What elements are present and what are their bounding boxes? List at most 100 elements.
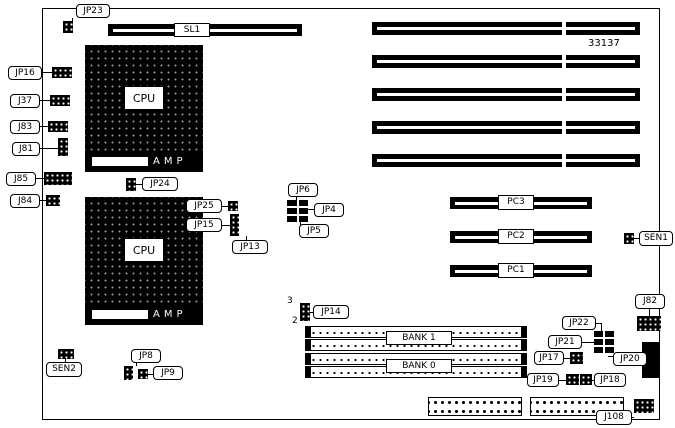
callout-line — [592, 380, 594, 381]
pc3-label: PC3 — [498, 195, 534, 210]
callout-line — [601, 323, 602, 331]
slot-divider — [562, 88, 566, 101]
callout-line — [222, 206, 228, 207]
jp4-label: JP4 — [314, 203, 344, 217]
jp14-label: JP14 — [313, 305, 349, 319]
jp18-label: JP18 — [594, 373, 626, 387]
callout-line — [148, 374, 153, 375]
zif-lever — [92, 310, 148, 319]
callout-line — [308, 209, 314, 210]
slot-keyway — [377, 159, 635, 162]
cpu2-label: CPU — [124, 238, 164, 262]
jp24-label: JP24 — [142, 177, 178, 191]
callout-line — [40, 148, 58, 149]
cpu-socket-2-base: AMP — [85, 305, 203, 325]
pc2-label: PC2 — [498, 229, 534, 244]
callout-line — [65, 359, 66, 362]
callout-line — [40, 126, 48, 127]
part-number: 33137 — [588, 38, 620, 49]
jp14-pin2-number: 2 — [292, 316, 298, 326]
isa-slot — [372, 121, 640, 134]
jp14-pin3-number: 3 — [287, 296, 293, 306]
jumper-pin — [298, 216, 308, 222]
jp24-connector — [126, 178, 136, 191]
bottom-pin-header-1 — [428, 397, 522, 416]
callout-line — [582, 342, 594, 343]
jp21-label: JP21 — [548, 335, 582, 349]
isa-slot — [372, 154, 640, 167]
isa-slot — [372, 22, 640, 35]
slot-keyway — [377, 60, 635, 63]
callout-line — [72, 18, 73, 22]
slot-divider — [562, 22, 566, 35]
jp19-label: JP19 — [527, 373, 559, 387]
j108-label: J108 — [596, 410, 632, 425]
cpu1-label: CPU — [124, 86, 164, 110]
j83-connector — [48, 121, 68, 132]
callout-line — [42, 72, 52, 73]
keyboard-connector — [642, 342, 660, 378]
j82-connector — [637, 316, 661, 331]
jp19-connector — [566, 374, 579, 385]
callout-line — [136, 184, 142, 185]
j82-label: J82 — [635, 294, 665, 309]
jp22-label: JP22 — [562, 316, 596, 330]
jp17-label: JP17 — [534, 351, 564, 365]
jumper-pin — [605, 339, 614, 345]
callout-line — [296, 197, 297, 200]
amp-brand: AMP — [153, 309, 187, 320]
jp18-connector — [580, 374, 592, 385]
pc1-label: PC1 — [498, 263, 534, 278]
jp25-label: JP25 — [186, 199, 222, 213]
cpu-socket-1-base: AMP — [85, 152, 203, 172]
jumper-pin — [287, 200, 297, 206]
callout-line — [649, 309, 650, 316]
callout-line — [634, 238, 639, 239]
j85-label: J85 — [6, 172, 36, 186]
bank0-label: BANK 0 — [386, 359, 452, 373]
callout-line — [40, 100, 50, 101]
callout-line — [300, 222, 301, 225]
callout-line — [564, 358, 570, 359]
jp9-connector — [138, 369, 148, 379]
jp16-label: JP16 — [8, 66, 42, 80]
callout-line — [222, 225, 230, 226]
sen2-connector — [58, 349, 74, 359]
jumper-pin — [605, 347, 614, 353]
jp17-connector — [570, 352, 583, 364]
amp-brand: AMP — [153, 156, 187, 167]
sen1-connector — [624, 233, 634, 244]
j83-label: J83 — [10, 120, 40, 134]
sl1-label: SL1 — [174, 23, 210, 37]
slot-keyway — [377, 126, 635, 129]
j81-label: J81 — [12, 142, 40, 156]
j37-label: J37 — [10, 94, 40, 108]
j37-connector — [50, 95, 70, 106]
jp9-label: JP9 — [153, 366, 183, 380]
callout-line — [40, 200, 46, 201]
isa-slot — [372, 55, 640, 68]
sen1-label: SEN1 — [639, 231, 673, 246]
slot-divider — [562, 55, 566, 68]
callout-line — [596, 323, 602, 324]
jp14-connector — [300, 303, 310, 321]
j84-label: J84 — [10, 194, 40, 208]
jp16-connector — [52, 67, 72, 78]
j81-connector — [58, 138, 68, 156]
jumper-pin — [594, 339, 603, 345]
jumper-pin — [287, 216, 297, 222]
jp23-label: JP23 — [76, 4, 110, 18]
callout-line — [559, 380, 566, 381]
jumper-pin — [594, 331, 603, 337]
jp23-connector — [63, 21, 73, 33]
jumper-pin — [594, 347, 603, 353]
jp6-label: JP6 — [288, 183, 318, 197]
slot-divider — [562, 154, 566, 167]
callout-line — [246, 236, 247, 240]
callout-line — [632, 417, 634, 418]
jp6-jp4-jp5-block — [287, 200, 308, 222]
isa-slot — [372, 88, 640, 101]
zif-lever — [92, 157, 148, 166]
jp22-jp21-jp20-block — [594, 331, 614, 353]
slot-divider — [562, 121, 566, 134]
